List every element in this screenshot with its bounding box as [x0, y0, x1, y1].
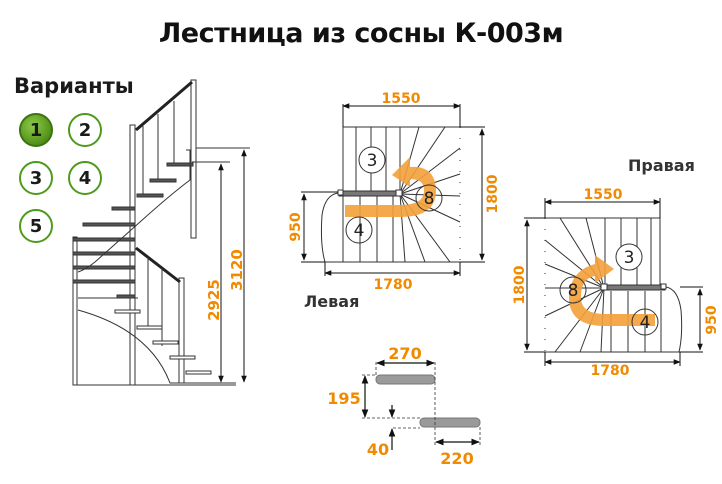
tread	[136, 193, 164, 198]
side-view-dimensions	[218, 149, 247, 383]
upper-handrail	[135, 80, 193, 132]
right-dim-right: 950	[704, 305, 720, 334]
variant-label: 2	[78, 119, 92, 141]
dim-going: 220	[440, 449, 473, 468]
variant-button-3[interactable]: 3	[19, 161, 53, 195]
variant-label: 1	[29, 119, 43, 141]
side-view-drawing	[72, 79, 250, 386]
lower-tread	[419, 417, 481, 428]
left-plan-drawing	[320, 126, 461, 263]
left-dim-bottom: 1780	[374, 277, 413, 293]
right-plan-direction-arrow	[569, 255, 655, 326]
variants-heading: Варианты	[14, 74, 134, 98]
tread	[166, 162, 194, 167]
step-count-lower: 4	[640, 313, 651, 333]
right-plan-dimensions	[524, 198, 703, 366]
variant-button-1[interactable]: 1	[19, 113, 53, 147]
step-count-winder: 8	[568, 281, 579, 301]
step-count-upper: 3	[624, 248, 635, 268]
right-dim-top: 1550	[584, 187, 623, 203]
dim-tread-thickness: 40	[367, 440, 389, 459]
variant-button-4[interactable]: 4	[68, 161, 102, 195]
step-count-badge	[358, 146, 386, 174]
left-plan-direction-arrow	[345, 157, 436, 217]
lower-newel-post	[178, 277, 185, 384]
dim-floor-height: 2925	[205, 279, 223, 321]
step-count-badge	[559, 276, 587, 304]
variant-button-5[interactable]: 5	[19, 209, 53, 243]
upper-tread	[375, 374, 436, 385]
right-plan-label: Правая	[628, 156, 695, 175]
step-count-upper: 3	[367, 151, 378, 171]
tread	[149, 178, 177, 183]
step-count-badge	[615, 243, 643, 271]
landing-beam	[338, 190, 401, 197]
variant-label: 4	[78, 167, 92, 189]
variant-label: 5	[29, 215, 43, 237]
step-count-winder: 8	[424, 189, 435, 209]
variant-button-2[interactable]: 2	[68, 113, 102, 147]
left-dim-left: 950	[288, 212, 304, 241]
right-plan-step-badges: 3 8 4	[559, 243, 659, 336]
left-plan-label: Левая	[304, 292, 360, 311]
page-title: Лестница из сосны К-003м	[158, 18, 564, 49]
step-count-badge	[415, 184, 443, 212]
upper-newel-post	[190, 79, 197, 239]
right-dim-bottom: 1780	[591, 363, 630, 379]
left-plan-dimensions	[301, 103, 485, 276]
right-dim-left: 1800	[512, 265, 528, 304]
dim-tread-depth: 270	[388, 344, 421, 363]
step-detail-drawing	[361, 359, 481, 450]
landing-beam	[603, 284, 666, 291]
step-count-lower: 4	[354, 221, 365, 241]
left-plan-step-badges: 3 8 4	[345, 146, 443, 244]
lower-handrail	[135, 246, 181, 284]
left-post	[72, 236, 78, 386]
dim-rise: 195	[327, 389, 360, 408]
left-dim-top: 1550	[382, 91, 421, 107]
dim-total-height: 3120	[228, 249, 246, 291]
step-count-badge	[631, 308, 659, 336]
variant-label: 3	[29, 167, 43, 189]
left-dim-right: 1800	[485, 174, 501, 213]
step-count-badge	[345, 216, 373, 244]
right-plan-drawing	[544, 217, 683, 353]
